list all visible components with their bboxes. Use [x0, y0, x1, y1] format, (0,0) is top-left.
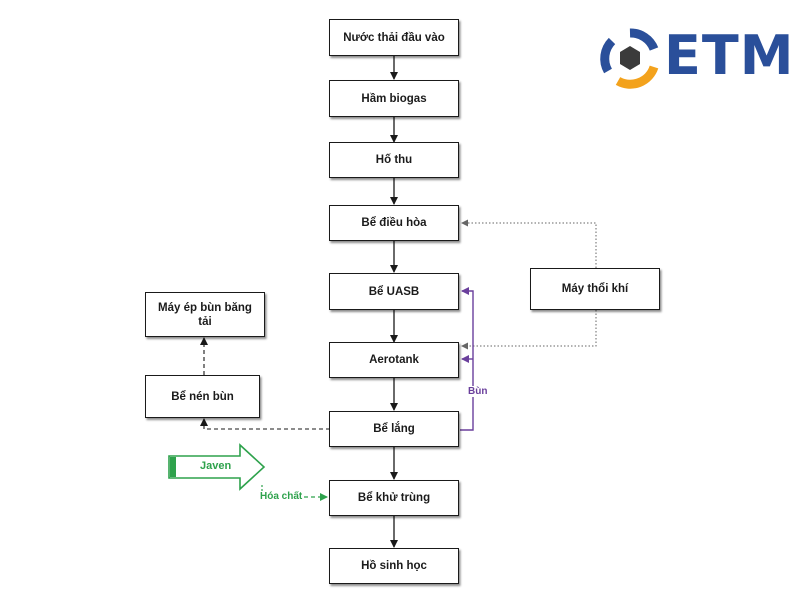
etm-logo: ETM	[598, 27, 793, 89]
node-biogas-tank: Hầm biogas	[329, 80, 459, 117]
node-collection-pit: Hố thu	[329, 142, 459, 178]
edge-sludge-return-to-uasb	[460, 287, 474, 431]
label-chemical: Hóa chất	[260, 491, 303, 502]
logo-wordmark: ETM	[664, 24, 795, 87]
node-belt-press: Máy ép bùn băng tải	[145, 292, 265, 337]
node-settling-tank: Bể lắng	[329, 411, 459, 447]
node-disinfection-tank: Bể khử trùng	[329, 480, 459, 516]
node-wastewater-input: Nước thải đầu vào	[329, 19, 459, 56]
node-air-blower: Máy thổi khí	[530, 268, 660, 310]
node-equalization-tank: Bể điều hòa	[329, 205, 459, 241]
node-uasb-tank: Bể UASB	[329, 273, 459, 310]
node-aerotank: Aerotank	[329, 342, 459, 378]
edge-blower-to-equalization	[461, 219, 597, 268]
label-sludge-return: Bùn	[467, 386, 489, 397]
node-biological-pond: Hồ sinh học	[329, 548, 459, 584]
javen-arrow-shape	[168, 443, 266, 491]
label-javen: Javen	[200, 460, 232, 472]
edge-settling-to-thickener	[200, 418, 330, 430]
edge-blower-to-aerotank	[461, 310, 597, 350]
node-sludge-thickener: Bể nén bùn	[145, 375, 260, 418]
gear-icon	[600, 28, 659, 89]
